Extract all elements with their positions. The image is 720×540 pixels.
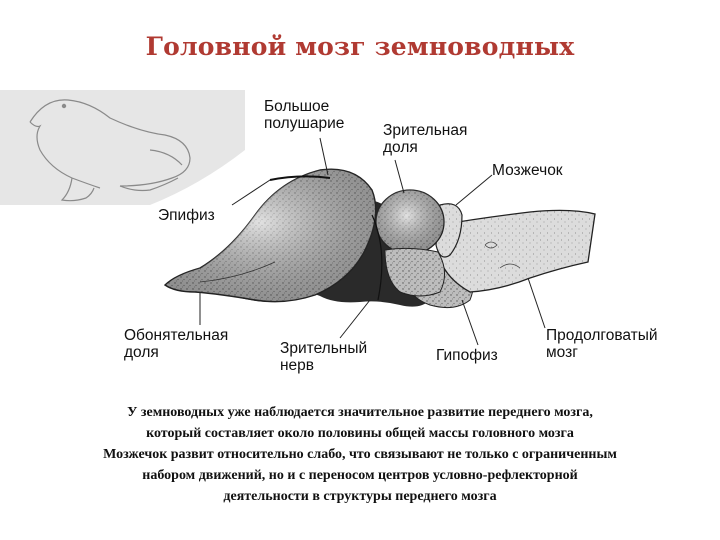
midbrain-shape bbox=[384, 247, 445, 297]
label-optic-nerve: Зрительный нерв bbox=[280, 340, 368, 374]
caption-line: Мозжечок развит относительно слабо, что … bbox=[103, 447, 617, 462]
frog-outline-icon bbox=[29, 99, 191, 202]
caption-text: У земноводных уже наблюдается значительн… bbox=[20, 402, 700, 507]
leader-lines bbox=[199, 137, 546, 346]
label-epiphysis: Эпифиз bbox=[158, 207, 215, 224]
caption-line: который составляет около половины общей … bbox=[146, 426, 574, 441]
epiphysis-shape bbox=[269, 175, 331, 181]
optic-lobe-shape bbox=[375, 189, 445, 255]
medulla-shape bbox=[439, 209, 596, 293]
label-optic-lobe: Зрительная доля bbox=[383, 122, 468, 156]
caption-line: У земноводных уже наблюдается значительн… bbox=[127, 405, 593, 420]
optic-nerve-shape bbox=[371, 214, 383, 301]
frog-backdrop bbox=[0, 90, 245, 205]
cerebral-hemisphere-shape bbox=[163, 168, 377, 303]
caption-line: деятельности в структуры переднего мозга bbox=[223, 489, 497, 504]
caption-line: набором движений, но и с переносом центр… bbox=[142, 468, 578, 483]
slide-header-band bbox=[0, 0, 720, 100]
brain-illustration bbox=[0, 90, 596, 346]
slide-title: Головной мозг земноводных bbox=[145, 32, 575, 61]
label-olfactory-lobe: Обонятельная доля bbox=[124, 327, 229, 361]
label-cerebellum: Мозжечок bbox=[492, 162, 563, 179]
label-cerebrum: Большое полушарие bbox=[264, 98, 345, 132]
label-medulla: Продолговатый мозг bbox=[546, 327, 658, 361]
label-hypophysis: Гипофиз bbox=[436, 347, 498, 364]
